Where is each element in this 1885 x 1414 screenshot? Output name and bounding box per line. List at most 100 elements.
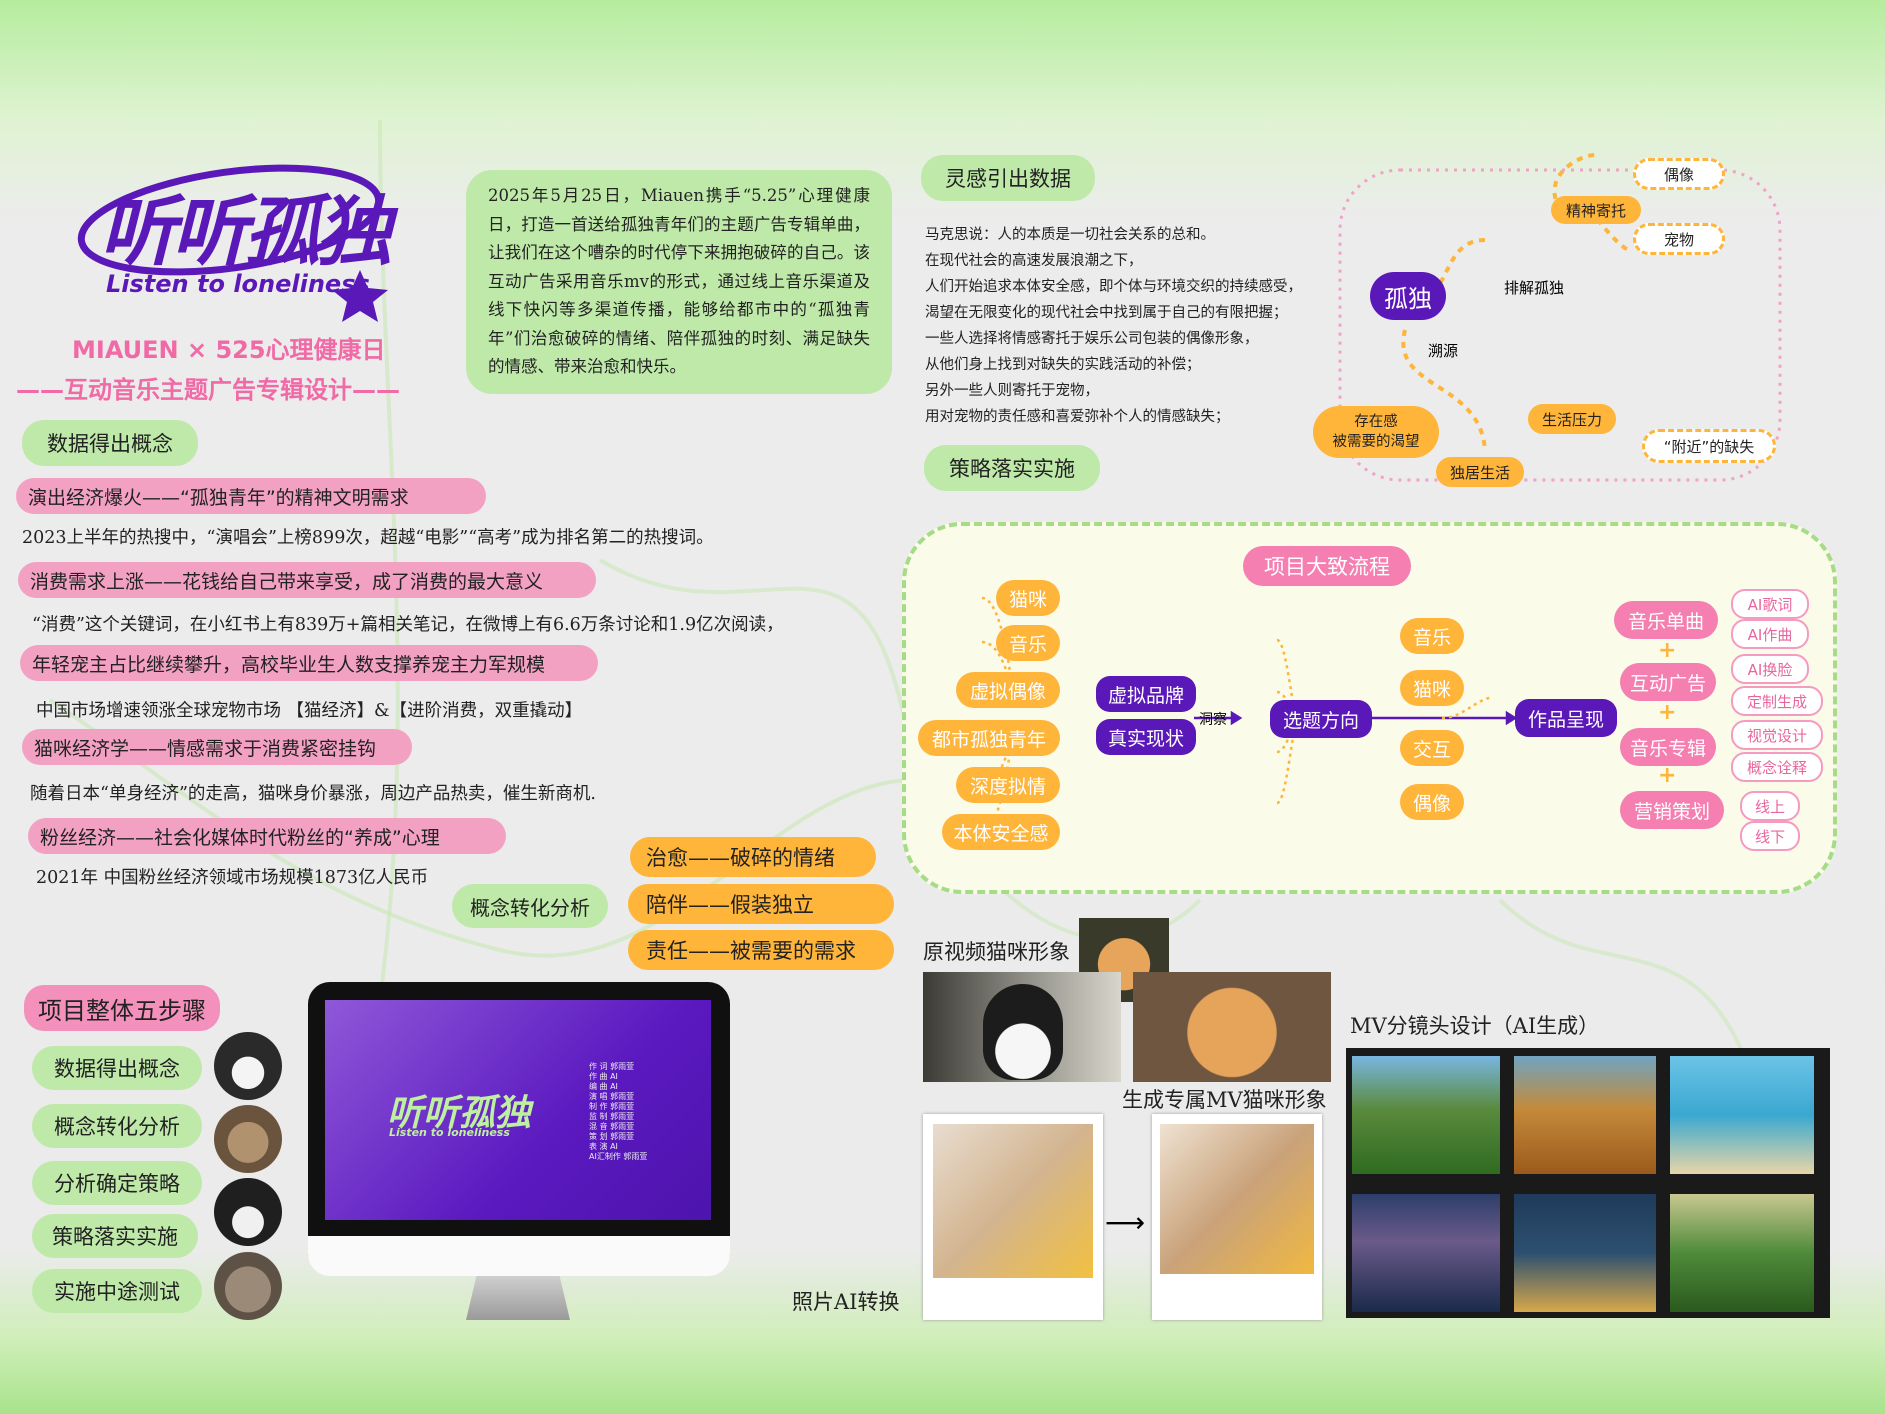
step-item: 策略落实实施 [32,1214,198,1258]
mindmap-living-alone: 独居生活 [1436,457,1524,487]
intro-text: 2025年5月25日，Miauen携手“5.25”心理健康日，打造一首送给孤独青… [488,186,870,376]
concept-item: 治愈——破碎的情绪 [630,837,876,877]
monitor-chin [308,1236,730,1276]
monitor: 听听孤独 Listen to loneliness 作 词 郭雨萱 作 曲 AI… [308,982,730,1276]
flow-tag: AI歌词 [1731,589,1809,619]
flow-mid-item: 猫咪 [1400,670,1464,706]
cat-avatar [214,1178,282,1246]
screen-logo: 听听孤独 [387,1093,532,1134]
storyboard-frame [1670,1194,1814,1312]
intro-box: 2025年5月25日，Miauen携手“5.25”心理健康日，打造一首送给孤独青… [466,170,892,394]
mindmap-existence: 存在感 被需要的渴望 [1313,406,1439,458]
storyboard-frame [1514,1056,1656,1174]
inspiration-line: 用对宠物的责任感和喜爱弥补个人的情感缺失； [925,409,1230,425]
inspiration-line: 马克思说：人的本质是一切社会关系的总和。 [925,227,1215,243]
data-item-heading: 演出经济爆火——“孤独青年”的精神文明需求 [16,478,486,514]
strategy-title: 策略落实实施 [924,445,1100,491]
cat-figure [983,984,1063,1080]
flow-left-item: 深度拟情 [956,767,1060,803]
inspiration-line: 渴望在无限变化的现代社会中找到属于自己的有限把握； [925,305,1288,321]
storyboard-frame [1352,1056,1500,1174]
concept-label: 概念转化分析 [452,884,608,928]
steps-title: 项目整体五步骤 [24,985,220,1031]
photo-ai [1160,1124,1314,1274]
concept-item: 责任——被需要的需求 [628,930,894,970]
flow-left-item: 猫咪 [996,580,1060,616]
flow-insight: 洞察 [1199,712,1227,728]
mindmap-existence-line2: 被需要的渴望 [1332,434,1420,450]
inspiration-line: 在现代社会的高速发展浪潮之下， [925,253,1143,269]
credit-line: 表 演 AI [589,1142,618,1151]
photo-original [933,1124,1093,1278]
flow-right-item: 互动广告 [1620,663,1716,701]
mindmap-pet: 宠物 [1633,223,1725,255]
flow-output: 作品呈现 [1515,699,1617,737]
data-concept-title: 数据得出概念 [22,420,198,466]
data-item-heading: 粉丝经济——社会化媒体时代粉丝的“养成”心理 [28,818,506,854]
data-item-text: 2023上半年的热搜中，“演唱会”上榜899次，超越“电影”“高考”成为排名第二… [22,528,714,548]
step-item: 实施中途测试 [32,1269,202,1313]
cat-avatar [214,1032,282,1100]
flow-reality: 真实现状 [1096,719,1196,755]
generated-cat-image [1133,972,1331,1082]
generated-cat-label: 生成专属MV猫咪形象 [1122,1088,1327,1112]
monitor-stand [466,1276,570,1320]
screen-credits: 作 词 郭雨萱 作 曲 AI 编 曲 AI 演 唱 郭雨萱 制 作 郭雨萱 监 … [589,1062,647,1162]
flow-right-item: 音乐专辑 [1620,728,1716,766]
flow-tag: 概念诠释 [1731,752,1823,782]
data-item-heading: 年轻宠主占比继续攀升，高校毕业生人数支撑养宠主力军规模 [20,645,598,681]
logo-title: 听听孤独 [100,187,392,276]
logo: 听听孤独 Listen to loneliness [60,150,392,325]
flow-tag: AI作曲 [1731,619,1809,649]
credit-line: 作 曲 AI [589,1072,618,1081]
arrow-icon: ⟶ [1105,1206,1146,1239]
flow-right-item: 营销策划 [1620,791,1724,829]
flow-left-item: 音乐 [996,625,1060,661]
flow-left-item: 虚拟偶像 [956,672,1060,708]
credit-line: 混 音 郭雨萱 [589,1122,635,1131]
inspiration-text: 马克思说：人的本质是一切社会关系的总和。 在现代社会的高速发展浪潮之下， 人们开… [925,222,1302,430]
inspiration-line: 一些人选择将情感寄托于娱乐公司包装的偶像形象， [925,331,1259,347]
mindmap-idol: 偶像 [1633,158,1725,190]
photo-card-original [923,1114,1103,1320]
original-cat-label: 原视频猫咪形象 [923,940,1070,964]
mindmap-nearby: “附近”的缺失 [1642,429,1776,463]
mindmap-trace: 溯源 [1428,342,1459,360]
credit-line: AI汇制作 郭雨萱 [589,1152,648,1161]
inspiration-title: 灵感引出数据 [921,155,1095,201]
storyboard-frame [1514,1194,1656,1312]
mindmap-existence-line1: 存在感 [1354,414,1398,430]
storyboard-label: MV分镜头设计（AI生成） [1350,1014,1600,1038]
data-item-text: 中国市场增速领涨全球宠物市场 【猫经济】&【进阶消费，双重撬动】 [36,701,583,721]
credit-line: 作 词 郭雨萱 [589,1062,635,1071]
flow-plus: + [1658,700,1677,725]
cat-avatar [214,1252,282,1320]
storyboard-film [1346,1048,1830,1318]
cartoon-cat-image [923,972,1121,1082]
flow-topic: 选题方向 [1270,700,1372,738]
data-item-text: “消费”这个关键词，在小红书上有839万+篇相关笔记，在微博上有6.6万条讨论和… [32,615,784,635]
data-item-text: 2021年 中国粉丝经济领域市场规模1873亿人民币 [36,868,429,888]
flow-plus: + [1658,763,1677,788]
flow-tag: AI换脸 [1731,654,1809,684]
data-item-text: 随着日本“单身经济”的走高，猫咪身价暴涨，周边产品热卖，催生新商机. [30,784,596,804]
mindmap-center: 孤独 [1370,272,1446,320]
credit-line: 策 划 郭雨萱 [589,1132,635,1141]
mindmap-spiritual: 精神寄托 [1551,196,1641,224]
flow-tag: 定制生成 [1731,686,1823,716]
monitor-screen: 听听孤独 Listen to loneliness 作 词 郭雨萱 作 曲 AI… [325,1000,711,1220]
flow-right-item: 音乐单曲 [1614,601,1718,639]
flow-tag: 视觉设计 [1731,720,1823,750]
concept-item: 陪伴——假装独立 [628,884,894,924]
logo-english: Listen to loneliness [106,270,370,298]
data-item-heading: 猫咪经济学——情感需求于消费紧密挂钩 [22,729,412,765]
photo-card-ai [1152,1114,1322,1320]
flow-mid-item: 音乐 [1400,618,1464,654]
data-item-heading: 消费需求上涨——花钱给自己带来享受，成了消费的最大意义 [18,562,596,598]
flow-left-item: 本体安全感 [942,814,1060,850]
mindmap-pressure: 生活压力 [1528,404,1616,434]
flow-title: 项目大致流程 [1243,546,1411,586]
cat-avatar [214,1105,282,1173]
credit-line: 监 制 郭雨萱 [589,1112,635,1121]
